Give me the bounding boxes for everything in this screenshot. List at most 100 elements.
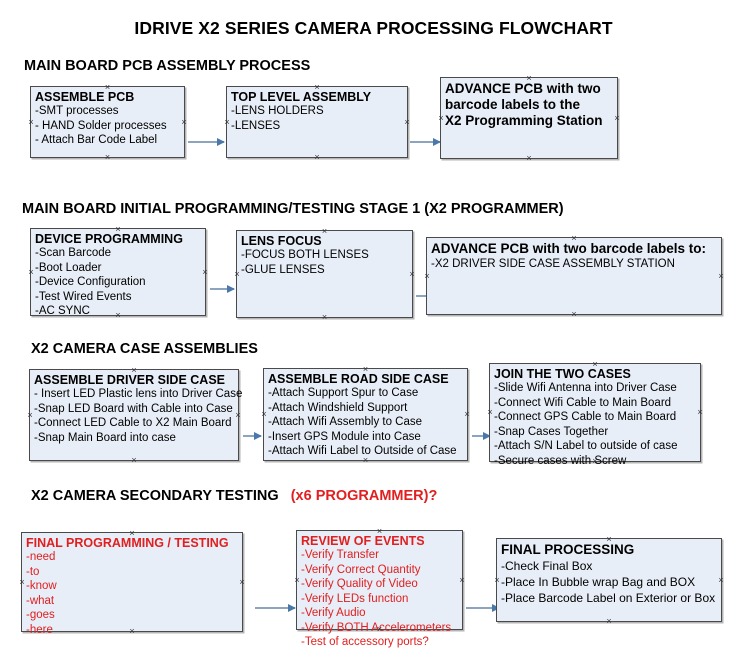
section-heading-x2-camera-secondary-testing: X2 CAMERA SECONDARY TESTING (x6 PROGRAMM… xyxy=(31,488,437,504)
selection-handle[interactable] xyxy=(463,410,472,419)
node-line: -Snap Main Board into case xyxy=(34,431,176,444)
node-line: -AC SYNC xyxy=(35,305,90,317)
node-line: -goes xyxy=(26,609,55,621)
node-line: -what xyxy=(26,594,55,607)
node-line: -Place In Bubble wrap Bag and BOX xyxy=(501,575,696,589)
node-lens-focus[interactable]: LENS FOCUS -FOCUS BOTH LENSES -GLUE LENS… xyxy=(236,230,413,318)
node-line: -Connect GPS Cable to Main Board xyxy=(494,411,677,423)
node-line: -Attach S/N Label to outside of case xyxy=(494,440,678,452)
selection-handle[interactable] xyxy=(313,153,322,162)
node-line: -to xyxy=(26,565,40,578)
selection-handle[interactable] xyxy=(605,617,614,626)
connector-driver-case-to-road-case xyxy=(243,431,262,440)
selection-handle[interactable] xyxy=(320,313,329,322)
node-line: -Connect Wifi Cable to Main Board xyxy=(494,396,672,409)
node-line: - HAND Solder processes xyxy=(35,119,167,132)
node-line: -Test Wired Events xyxy=(35,290,132,303)
node-title: REVIEW OF EVENTS xyxy=(301,534,425,548)
selection-handle[interactable] xyxy=(103,153,112,162)
connector-device-programming-to-lens-focus xyxy=(210,284,235,293)
section-heading-main-board-initial-programming: MAIN BOARD INITIAL PROGRAMMING/TESTING S… xyxy=(22,201,564,217)
node-assemble-pcb[interactable]: ASSEMBLE PCB -SMT processes - HAND Solde… xyxy=(30,86,185,158)
node-line: -Attach Wifi Label to Outside of Case xyxy=(268,445,457,457)
connector-top-level-to-advance-pcb xyxy=(410,137,441,146)
selection-handle[interactable] xyxy=(570,310,579,319)
node-assemble-road-side-case[interactable]: ASSEMBLE ROAD SIDE CASE -Attach Support … xyxy=(263,368,468,461)
node-title: TOP LEVEL ASSEMBLY xyxy=(231,90,372,104)
node-line: -LENS HOLDERS xyxy=(231,105,324,117)
selection-handle[interactable] xyxy=(717,576,726,585)
node-line: -GLUE LENSES xyxy=(241,263,325,276)
node-title: ADVANCE PCB with two xyxy=(445,81,601,96)
node-line: -Snap LED Board with Cable into Case xyxy=(34,402,233,415)
node-title: ASSEMBLE PCB xyxy=(35,90,135,104)
section-heading-text: X2 CAMERA SECONDARY TESTING xyxy=(31,488,279,504)
connector-road-case-to-join-cases xyxy=(472,431,491,440)
node-title: DEVICE PROGRAMMING xyxy=(35,232,183,246)
node-line: - Insert LED Plastic lens into Driver Ca… xyxy=(34,388,243,400)
node-title: FINAL PROCESSING xyxy=(501,542,635,557)
node-line: -Scan Barcode xyxy=(35,247,112,259)
node-assemble-driver-side-case[interactable]: ASSEMBLE DRIVER SIDE CASE - Insert LED P… xyxy=(29,369,243,461)
selection-handle[interactable] xyxy=(696,408,705,417)
selection-handle[interactable] xyxy=(717,272,726,281)
node-device-programming[interactable]: DEVICE PROGRAMMING -Scan Barcode -Boot L… xyxy=(30,228,206,317)
node-title: ADVANCE PCB with two barcode labels to: xyxy=(431,241,707,256)
node-line: -X2 DRIVER SIDE CASE ASSEMBLY STATION xyxy=(431,258,675,270)
node-line: -Snap Cases Together xyxy=(494,425,609,438)
node-line: -Verify Audio xyxy=(301,607,366,619)
node-line: -Verify LEDs function xyxy=(301,592,409,605)
selection-handle[interactable] xyxy=(525,154,534,163)
node-line: -Connect LED Cable to X2 Main Board xyxy=(34,417,232,429)
section-heading-x2-camera-case-assemblies: X2 CAMERA CASE ASSEMBLIES xyxy=(31,341,258,357)
section-heading-main-board-pcb-assembly: MAIN BOARD PCB ASSEMBLY PROCESS xyxy=(24,58,311,74)
node-line: -Attach Support Spur to Case xyxy=(268,387,419,399)
selection-handle[interactable] xyxy=(130,456,139,465)
node-line: -Insert GPS Module into Case xyxy=(268,430,421,443)
selection-handle[interactable] xyxy=(201,268,210,277)
node-join-the-two-cases[interactable]: JOIN THE TWO CASES -Slide Wifi Antenna i… xyxy=(489,363,701,467)
node-title: ASSEMBLE DRIVER SIDE CASE xyxy=(34,373,226,387)
node-line: -Place Barcode Label on Exterior or Box xyxy=(501,591,716,605)
node-line: -Check Final Box xyxy=(501,559,593,573)
node-final-programming-testing[interactable]: FINAL PROGRAMMING / TESTING -need -to -k… xyxy=(21,532,243,636)
page-title: IDRIVE X2 SERIES CAMERA PROCESSING FLOWC… xyxy=(134,18,613,38)
node-line: -need xyxy=(26,551,56,563)
selection-handle[interactable] xyxy=(403,118,412,127)
selection-handle[interactable] xyxy=(408,270,417,279)
node-line: -Device Configuration xyxy=(35,276,146,288)
selection-handle[interactable] xyxy=(238,578,247,587)
node-line: -Attach Windshield Support xyxy=(268,401,408,414)
node-title: ASSEMBLE ROAD SIDE CASE xyxy=(268,372,449,386)
node-top-level-assembly[interactable]: TOP LEVEL ASSEMBLY -LENS HOLDERS -LENSES xyxy=(226,86,408,158)
node-line: -Verify Quality of Video xyxy=(301,578,418,590)
selection-handle[interactable] xyxy=(423,272,432,281)
node-title: FINAL PROGRAMMING / TESTING xyxy=(26,536,229,550)
node-line-overflow: -Test of accessory ports? xyxy=(301,636,429,648)
node-final-processing[interactable]: FINAL PROCESSING -Check Final Box -Place… xyxy=(496,538,722,622)
selection-handle[interactable] xyxy=(458,576,467,585)
node-title: JOIN THE TWO CASES xyxy=(494,367,631,381)
selection-handle[interactable] xyxy=(613,114,622,123)
node-line: -Verify BOTH Accelerometers xyxy=(301,621,452,634)
node-advance-pcb-driver-side-station[interactable]: ADVANCE PCB with two barcode labels to: … xyxy=(426,237,722,315)
connector-review-to-final-processing xyxy=(466,603,500,612)
node-line: -SMT processes xyxy=(35,105,119,117)
node-line: -Verify Transfer xyxy=(301,549,379,561)
node-review-of-events[interactable]: REVIEW OF EVENTS -Verify Transfer -Verif… xyxy=(296,530,463,648)
node-line: -Secure cases with Screw xyxy=(494,454,627,467)
selection-handle[interactable] xyxy=(180,118,189,127)
node-line: -FOCUS BOTH LENSES xyxy=(241,249,369,261)
node-title-line3: X2 Programming Station xyxy=(445,113,603,128)
node-line: - Attach Bar Code Label xyxy=(35,134,158,146)
node-title-line2: barcode labels to the xyxy=(445,97,581,112)
node-advance-pcb-programming-station[interactable]: ADVANCE PCB with two barcode labels to t… xyxy=(440,77,618,159)
node-line: -Slide Wifi Antenna into Driver Case xyxy=(494,382,677,394)
connector-assemble-pcb-to-top-level xyxy=(188,137,225,146)
selection-handle[interactable] xyxy=(234,411,243,420)
node-line: -Verify Correct Quantity xyxy=(301,563,421,576)
node-line: -Boot Loader xyxy=(35,261,102,274)
node-line: -LENSES xyxy=(231,119,281,132)
node-title: LENS FOCUS xyxy=(241,234,322,248)
